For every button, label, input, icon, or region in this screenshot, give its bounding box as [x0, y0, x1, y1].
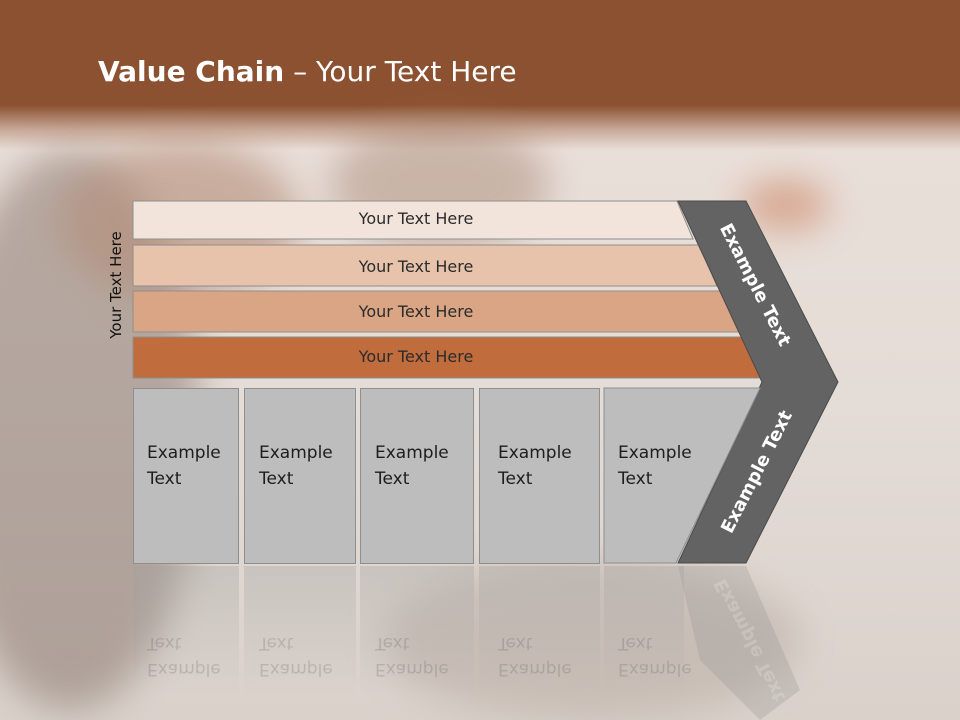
box-1 [133, 388, 239, 564]
chevron-shape [677, 200, 839, 564]
box-2-reflection [244, 566, 356, 696]
box-2-line2: Text [259, 469, 294, 489]
chevron-reflection [678, 566, 800, 720]
box-1-reflection [133, 566, 239, 696]
box-4-line1: Example [498, 443, 572, 463]
box-1-line1: Example [147, 443, 221, 463]
reflection-line1: Example [618, 659, 692, 679]
box-5-shape [603, 387, 761, 564]
box-4-reflection [479, 566, 600, 696]
band-1-shape [132, 200, 694, 240]
box-5-line1: Example [618, 443, 692, 463]
box-3 [360, 388, 474, 564]
box-4-reflection-text: Example Text [498, 630, 572, 682]
slide-title: Value Chain – Your Text Here [98, 55, 517, 88]
band-2-label: Your Text Here [358, 257, 474, 276]
title-rest: – Your Text Here [284, 55, 517, 88]
reflection-line1: Example [498, 659, 572, 679]
box-4-line2: Text [498, 469, 533, 489]
band-1-label: Your Text Here [358, 209, 474, 228]
photo-background [380, 560, 800, 720]
box-2-line1: Example [259, 443, 333, 463]
box-2 [244, 388, 356, 564]
reflection-line2: Text [375, 633, 410, 653]
box-1-reflection-text: Example Text [147, 630, 221, 682]
reflection-line1: Example [259, 659, 333, 679]
box-1-line2: Text [147, 469, 182, 489]
reflection-line2: Text [618, 633, 653, 653]
band-3-label: Your Text Here [358, 302, 474, 321]
box-3-line2: Text [375, 469, 410, 489]
box-3-line1: Example [375, 443, 449, 463]
box-2-reflection-text: Example Text [259, 630, 333, 682]
box-5-line2: Text [618, 469, 653, 489]
reflection-line1: Example [375, 659, 449, 679]
box-3-reflection-text: Example Text [375, 630, 449, 682]
band-4-label: Your Text Here [358, 347, 474, 366]
box-3-reflection [360, 566, 474, 696]
reflection-line2: Text [147, 633, 182, 653]
box-4 [479, 388, 600, 564]
reflection-line2: Text [259, 633, 294, 653]
box-5-reflection [604, 566, 684, 696]
title-bold: Value Chain [98, 55, 285, 88]
reflection-line2: Text [498, 633, 533, 653]
box-5-reflection-text: Example Text [618, 630, 692, 682]
reflection-line1: Example [147, 659, 221, 679]
